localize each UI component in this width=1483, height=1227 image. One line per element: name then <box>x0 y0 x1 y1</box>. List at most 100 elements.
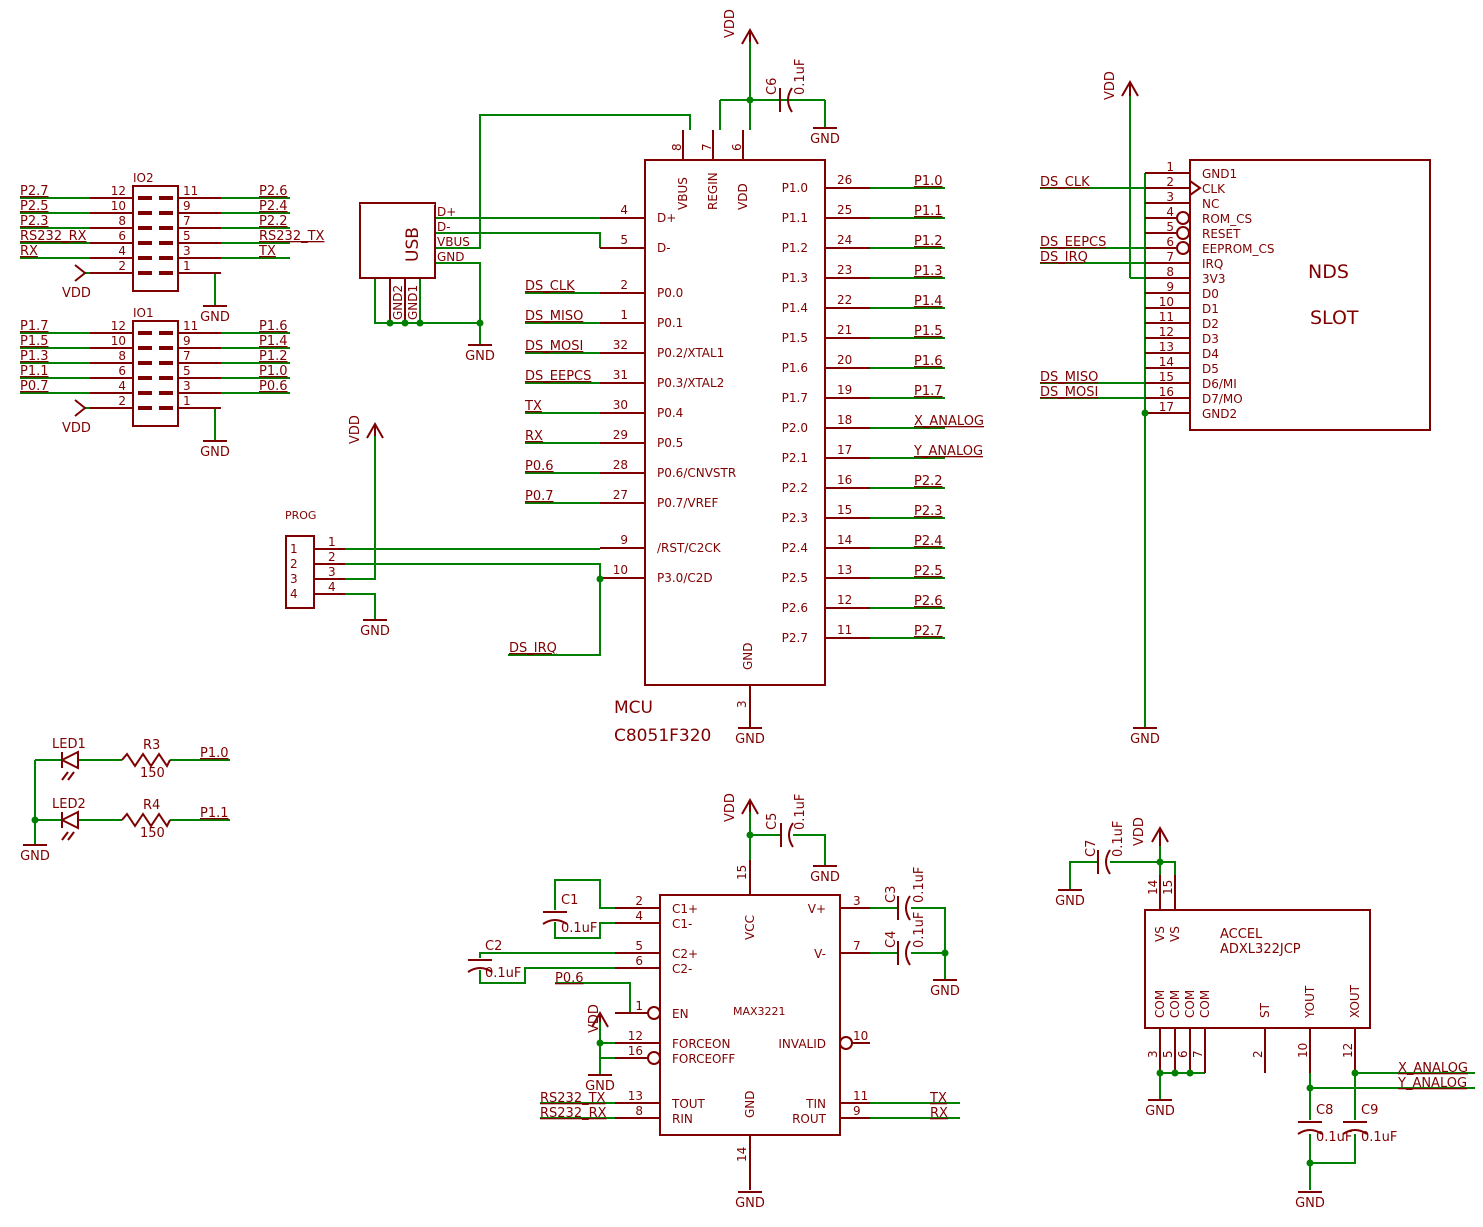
nds-pin-label: D5 <box>1202 362 1219 376</box>
junction-dot <box>941 949 949 957</box>
max-pin-label: FORCEON <box>672 1037 730 1051</box>
mcu-right-pin-label: P1.4 <box>782 301 808 315</box>
net-label: P1.7 <box>914 384 943 399</box>
vdd-label: VDD <box>62 286 91 301</box>
pin-num: 15 <box>1159 370 1174 384</box>
pin-num: 15 <box>1161 880 1175 895</box>
gnd-label: GND <box>930 984 960 999</box>
accel-pin-label: COM <box>1183 990 1197 1018</box>
c1-value: 0.1uF <box>561 921 597 936</box>
pin-num: 28 <box>613 458 628 472</box>
usb-pin-label: D+ <box>437 205 456 219</box>
mcu-left-pin-label: P0.0 <box>657 286 683 300</box>
max-active-low-bubble <box>647 1006 661 1020</box>
mcu-left-pin-label: P0.7/VREF <box>657 496 718 510</box>
pin-num: 9 <box>183 199 191 213</box>
max-vcc-label: VCC <box>743 915 757 940</box>
gnd-label: GND <box>1295 1196 1325 1211</box>
header-pin-pad <box>159 346 173 350</box>
header-pin-pad <box>159 256 173 260</box>
net-label: P1.2 <box>259 349 288 364</box>
accel-body <box>1144 909 1371 1029</box>
io2-vdd-arrow <box>74 264 87 282</box>
force-wire <box>599 1042 615 1059</box>
pin-num: 7 <box>1191 1050 1205 1058</box>
net-label: P1.4 <box>259 334 288 349</box>
junction-dot <box>1351 1069 1359 1077</box>
net-label: P1.3 <box>20 349 49 364</box>
gnd-label: GND <box>810 870 840 885</box>
usb-vbus-wire <box>435 114 691 249</box>
net-label: P1.7 <box>20 319 49 334</box>
header-pin-pad <box>138 331 152 335</box>
net-label: DS_EEPCS <box>525 369 591 384</box>
pin-num: 3 <box>183 379 191 393</box>
resistor-name: R3 <box>143 738 160 753</box>
net-label: DS_MISO <box>1040 370 1098 385</box>
header-pin-pad <box>138 196 152 200</box>
pin-num: 1 <box>183 259 191 273</box>
nds-active-low-bubble <box>1176 211 1190 225</box>
max-pin-label: ROUT <box>792 1112 827 1126</box>
mcu-right-pin-label: P1.5 <box>782 331 808 345</box>
pin-num: 5 <box>1161 1050 1175 1058</box>
net-label: DS_CLK <box>1040 175 1090 190</box>
pin-num: 17 <box>837 443 852 457</box>
net-label: P1.5 <box>20 334 49 349</box>
nds-pin-label: ROM_CS <box>1202 212 1252 226</box>
header-pin-pad <box>138 361 152 365</box>
net-label: DS_EEPCS <box>1040 235 1106 250</box>
mcu-left-pin-label: P0.1 <box>657 316 683 330</box>
net-label: P1.5 <box>914 324 943 339</box>
pin-num: 6 <box>1166 235 1174 249</box>
pin-num: 12 <box>1159 325 1174 339</box>
c5-name: C5 <box>765 813 780 830</box>
resistor-value: 150 <box>140 826 165 841</box>
header-pin-pad <box>138 241 152 245</box>
pin-num: 5 <box>620 233 628 247</box>
pin-num: 4 <box>635 909 643 923</box>
junction-dot <box>746 831 754 839</box>
accel-pin-label: ST <box>1258 1002 1272 1018</box>
header-pin-pad <box>138 271 152 275</box>
header-pin-pad <box>159 376 173 380</box>
pin-num: 3 <box>1166 190 1174 204</box>
c1-name: C1 <box>561 893 578 908</box>
c6-plate-curve <box>787 87 793 113</box>
net-label: P1.2 <box>914 234 943 249</box>
max-active-low-bubble <box>647 1051 661 1065</box>
mcu-right-pin-label: P2.4 <box>782 541 808 555</box>
pin-num: 2 <box>328 550 336 564</box>
net-label: P1.1 <box>200 806 229 821</box>
max-pin-label: C2- <box>672 962 692 976</box>
junction-dot <box>31 816 39 824</box>
ds-irq-wire <box>508 579 601 656</box>
nds-pin-label: IRQ <box>1202 257 1223 271</box>
pin-num: 6 <box>1176 1050 1190 1058</box>
pin-num: 10 <box>111 199 126 213</box>
junction-dot <box>1156 1069 1164 1077</box>
net-label: P2.3 <box>20 214 49 229</box>
pin-num: 12 <box>111 319 126 333</box>
header-pin-pad <box>159 271 173 275</box>
pin-num: 1 <box>635 999 643 1013</box>
led-ray <box>67 771 75 781</box>
net-label: P1.1 <box>20 364 49 379</box>
header-pin-pad <box>159 331 173 335</box>
pin-num: 10 <box>111 334 126 348</box>
gnd-label: GND <box>20 849 50 864</box>
c4-name: C4 <box>884 931 899 948</box>
led-triangle <box>61 750 79 770</box>
junction-dot <box>596 1039 604 1047</box>
mcu-left-pin-label: P0.3/XTAL2 <box>657 376 724 390</box>
usb-name: USB <box>403 227 423 262</box>
junction-dot <box>401 319 409 327</box>
c9-value: 0.1uF <box>1361 1130 1397 1145</box>
net-label: DS_CLK <box>525 279 575 294</box>
resistor-zigzag <box>121 812 171 828</box>
pin-num: 14 <box>1159 355 1174 369</box>
nds-pin-label: GND1 <box>1202 167 1237 181</box>
net-label: P2.5 <box>914 564 943 579</box>
gnd-label: GND <box>360 624 390 639</box>
labels-layer: MCUC8051F3208VBUS7REGIN6VDD4D+5D-2P0.01P… <box>20 9 1468 1211</box>
